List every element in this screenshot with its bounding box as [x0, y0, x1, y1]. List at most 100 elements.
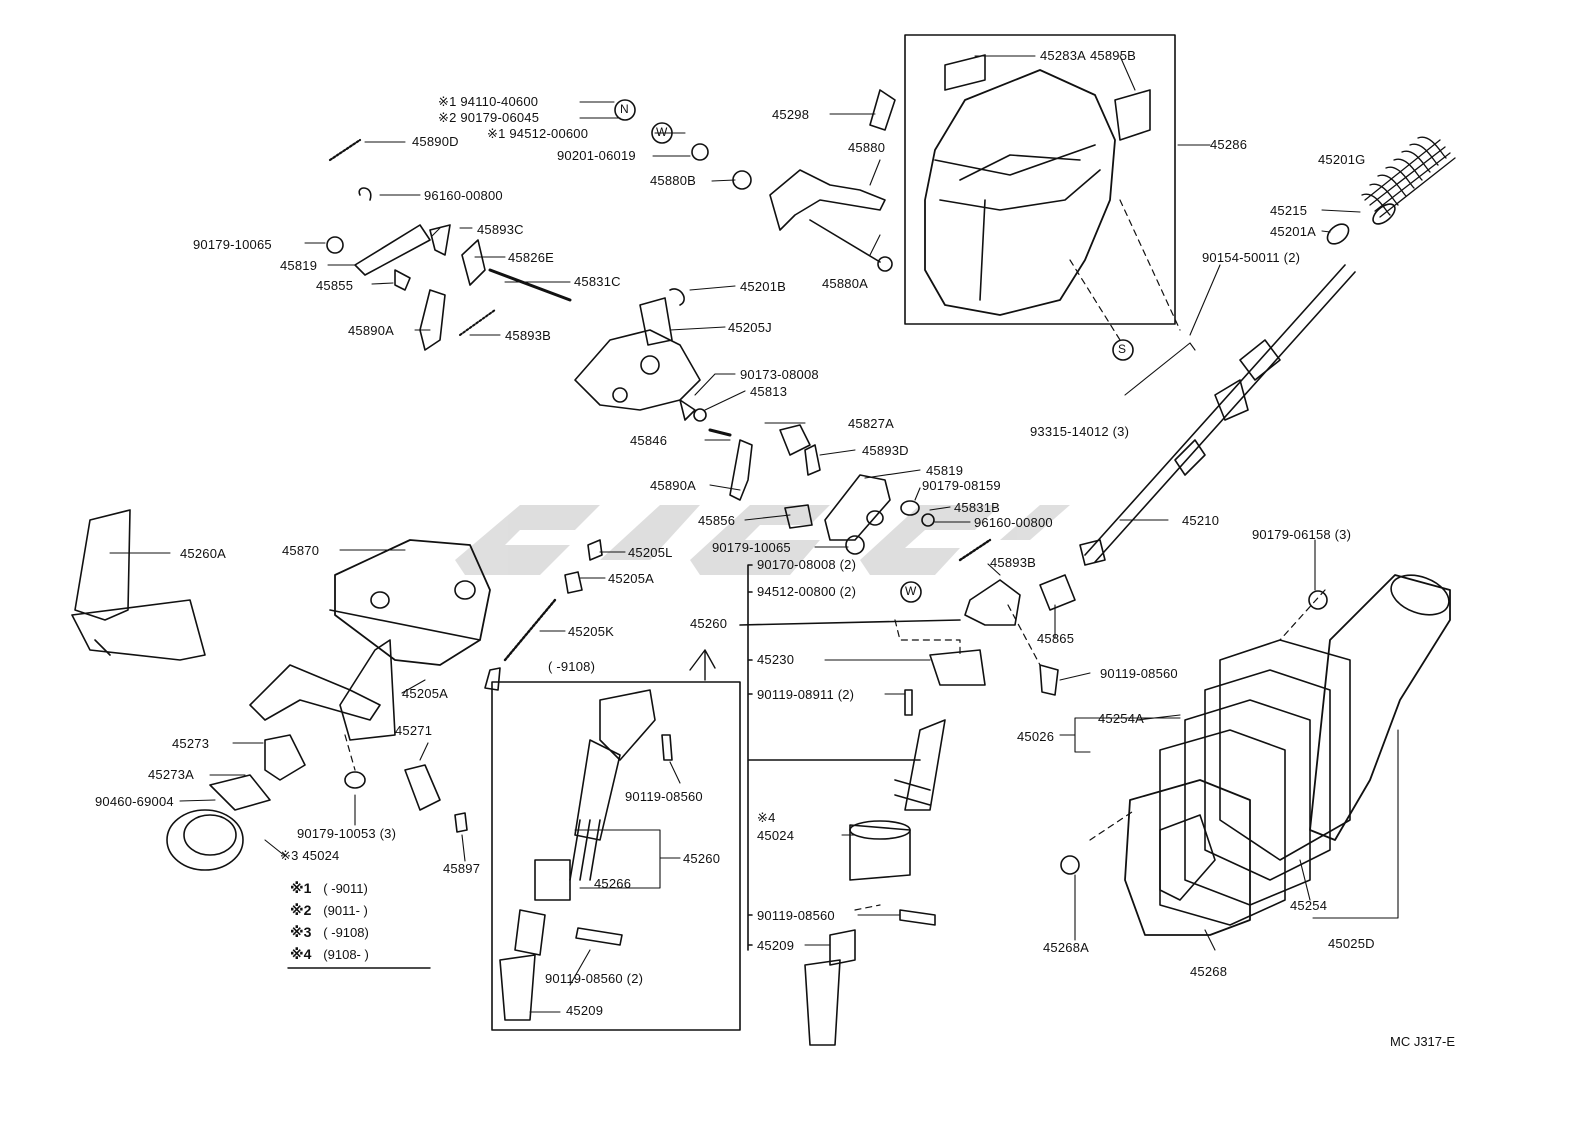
part-label: 45890D — [412, 134, 459, 149]
legend-row-2: ※2 (9011- ) — [290, 902, 368, 919]
legend-mark: ※1 — [290, 880, 312, 896]
part-label: 90119-08911 (2) — [757, 687, 855, 702]
part-label: 90179-10065 — [712, 540, 791, 555]
part-label: 45201B — [740, 279, 787, 294]
part-label: 45846 — [630, 433, 668, 448]
part-label: 90173-08008 — [740, 367, 819, 382]
part-label: 90119-08560 — [1100, 666, 1178, 681]
part-label: 45273A — [148, 767, 195, 782]
part-label: 45205K — [568, 624, 615, 639]
part-label: ※1 94110-40600 — [438, 94, 539, 109]
part-label: 45890A — [650, 478, 697, 493]
part-label: 94512-00800 (2) — [757, 584, 857, 599]
part-label: 45831C — [574, 274, 621, 289]
part-label: 90179-10053 (3) — [297, 826, 397, 841]
part-label: 90179-10065 — [193, 237, 272, 252]
part-label: 45827A — [848, 416, 895, 431]
part-label: 45230 — [757, 652, 795, 667]
part-label: 45880B — [650, 173, 697, 188]
part-label: ※3 45024 — [280, 848, 340, 863]
part-label: 45880A — [822, 276, 869, 291]
part-label: ※2 90179-06045 — [438, 110, 540, 125]
part-label: 45210 — [1182, 513, 1220, 528]
part-label: 45268 — [1190, 964, 1228, 979]
legend-range: (9011- ) — [323, 903, 368, 918]
part-label: 45865 — [1037, 631, 1075, 646]
legend-mark: ※4 — [290, 946, 312, 962]
part-label: 45260 — [690, 616, 728, 631]
part-label: 45026 — [1017, 729, 1055, 744]
part-label: 45893B — [505, 328, 552, 343]
legend-range: ( -9108) — [323, 925, 369, 940]
part-label: 45893B — [990, 555, 1037, 570]
part-label: 45831B — [954, 500, 1001, 515]
part-label: 90179-06158 (3) — [1252, 527, 1352, 542]
callout-w-marker: W — [905, 584, 917, 598]
part-label: 90119-08560 (2) — [545, 971, 644, 986]
part-label: 45870 — [282, 543, 320, 558]
part-label: 90119-08560 — [757, 908, 835, 923]
diagram-code: MC J317-E — [1390, 1034, 1456, 1049]
part-label: 45286 — [1210, 137, 1248, 152]
shaft-box — [491, 681, 741, 1031]
part-label: 45254 — [1290, 898, 1328, 913]
part-label: 90170-08008 (2) — [757, 557, 857, 572]
legend-row-1: ※1 ( -9011) — [290, 880, 368, 897]
legend-mark: ※3 — [290, 924, 312, 940]
part-label: 90119-08560 — [625, 789, 703, 804]
part-label: 96160-00800 — [974, 515, 1053, 530]
part-label: 45893C — [477, 222, 524, 237]
part-label: 45205A — [402, 686, 449, 701]
part-label: 45205A — [608, 571, 655, 586]
part-label: 45273 — [172, 736, 210, 751]
legend-range: (9108- ) — [323, 947, 369, 962]
part-label: 45260A — [180, 546, 227, 561]
part-label: ※4 — [757, 810, 776, 825]
part-label: 45819 — [280, 258, 318, 273]
legend-row-4: ※4 (9108- ) — [290, 946, 369, 963]
part-label: ( -9108) — [548, 659, 596, 674]
part-label: 45895B — [1090, 48, 1137, 63]
part-label: 93315-14012 (3) — [1030, 424, 1130, 439]
part-label: 45260 — [683, 851, 721, 866]
part-label: 45266 — [594, 876, 632, 891]
part-label: 45813 — [750, 384, 788, 399]
part-label: 45024 — [757, 828, 795, 843]
part-label: 45205J — [728, 320, 772, 335]
part-label: 90460-69004 — [95, 794, 174, 809]
legend-mark: ※2 — [290, 902, 312, 918]
part-label: 45209 — [566, 1003, 604, 1018]
part-label: ※1 94512-00600 — [487, 126, 589, 141]
part-label: 45201G — [1318, 152, 1366, 167]
part-label: 45025D — [1328, 936, 1375, 951]
part-label: 45897 — [443, 861, 481, 876]
part-label: 45205L — [628, 545, 673, 560]
part-label: 45268A — [1043, 940, 1090, 955]
part-label: 45880 — [848, 140, 886, 155]
part-label: 45271 — [395, 723, 433, 738]
part-label: 90154-50011 (2) — [1202, 250, 1301, 265]
part-label: 45893D — [862, 443, 909, 458]
cover-box — [904, 34, 1176, 325]
legend-range: ( -9011) — [323, 881, 368, 896]
part-label: 45819 — [926, 463, 964, 478]
part-label: 45890A — [348, 323, 395, 338]
callout-w-marker: W — [656, 125, 668, 139]
part-label: 45826E — [508, 250, 555, 265]
callout-n-marker: N — [620, 102, 629, 116]
part-label: 45855 — [316, 278, 354, 293]
part-label: 45856 — [698, 513, 736, 528]
part-label: 90201-06019 — [557, 148, 636, 163]
part-label: 45215 — [1270, 203, 1308, 218]
part-label: 45298 — [772, 107, 810, 122]
legend-row-3: ※3 ( -9108) — [290, 924, 369, 941]
part-label: 45209 — [757, 938, 795, 953]
part-label: 45254A — [1098, 711, 1145, 726]
part-label: 45283A — [1040, 48, 1087, 63]
part-label: 96160-00800 — [424, 188, 503, 203]
callout-s-marker: S — [1118, 342, 1127, 356]
part-label: 45201A — [1270, 224, 1317, 239]
part-label: 90179-08159 — [922, 478, 1001, 493]
